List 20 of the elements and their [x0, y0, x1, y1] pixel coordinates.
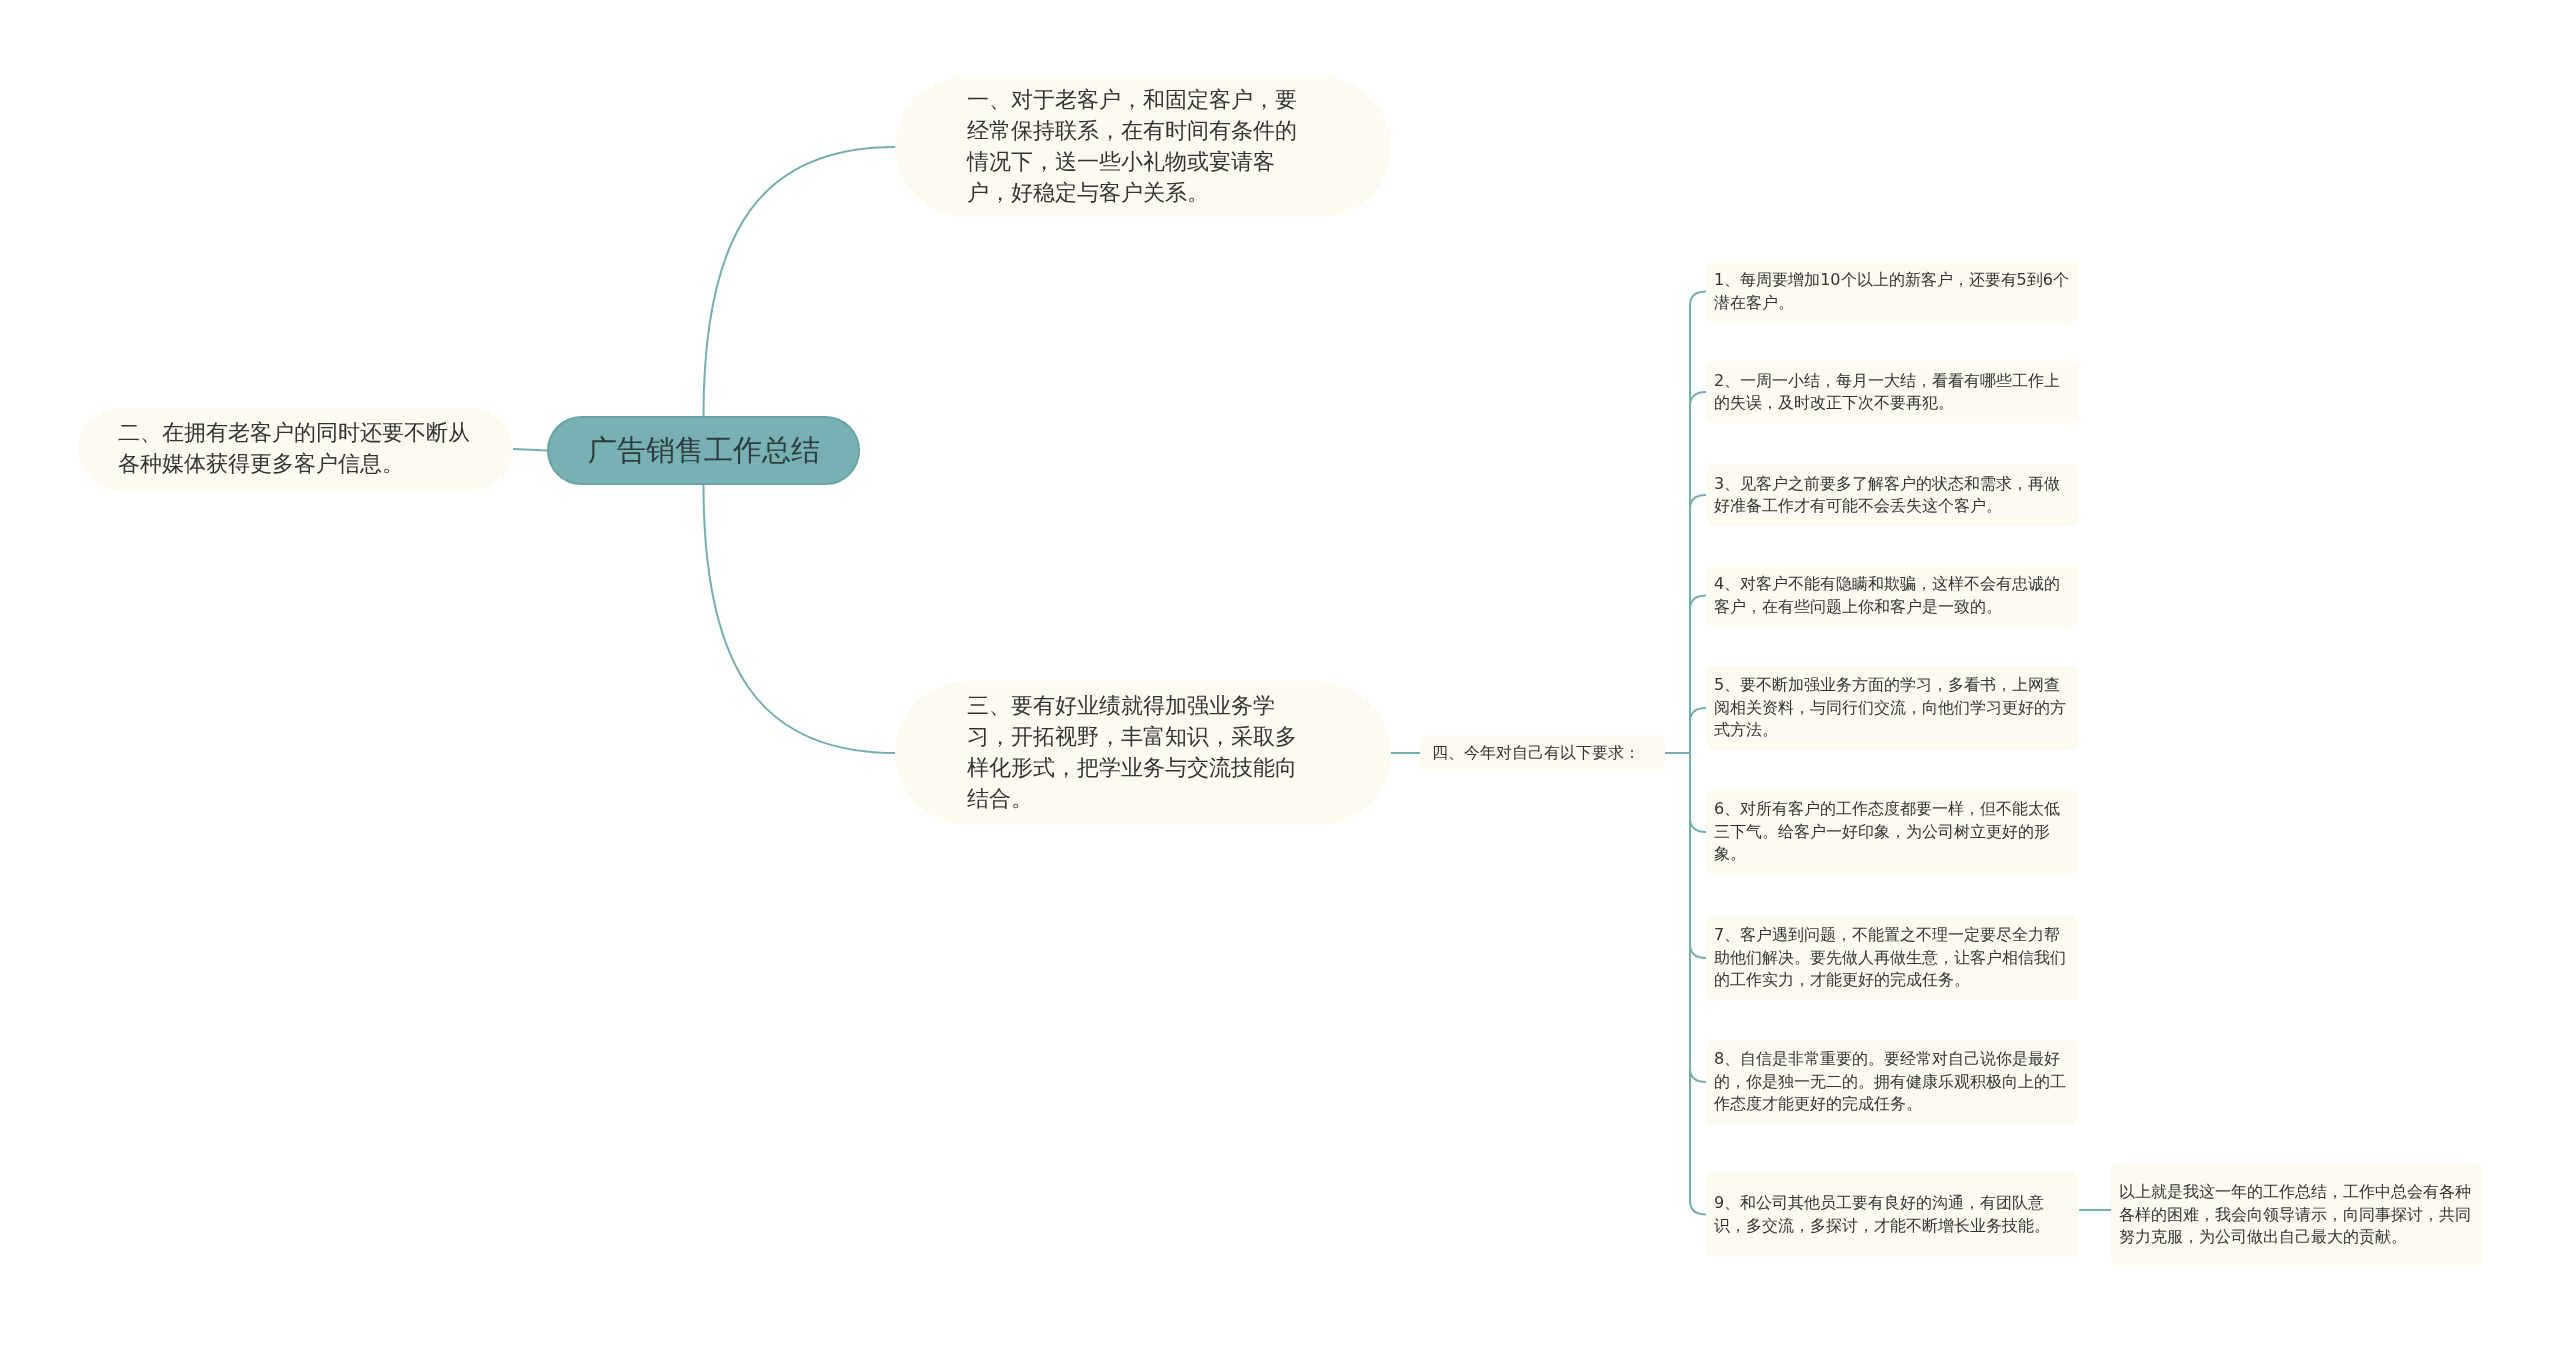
- note-box: 9、和公司其他员工要有良好的沟通，有团队意识，多交流，多探讨，才能不断增长业务技能。: [1706, 1172, 2079, 1257]
- note-box: 2、一周一小结，每月一大结，看看有哪些工作上的失误，及时改正下次不要再犯。: [1706, 361, 2079, 423]
- note-box: 5、要不断加强业务方面的学习，多看书，上网查阅相关资料，与同行们交流，向他们学习更好的方式方法。: [1706, 666, 2079, 750]
- note-box: 以上就是我这一年的工作总结，工作中总会有各种各样的困难，我会向领导请示，向同事探讨，共同努力克服，为公司做出自己最大的贡献。: [2111, 1163, 2482, 1267]
- connector: [512, 448, 548, 452]
- connector: [2078, 1209, 2112, 1211]
- note-box: 3、见客户之前要多了解客户的状态和需求，再做好准备工作才有可能不会丢失这个客户。: [1706, 464, 2079, 526]
- connector: [702, 484, 896, 754]
- note-box: 4、对客户不能有隐瞒和欺骗，这样不会有忠诚的客户，在有些问题上你和客户是一致的。: [1706, 565, 2079, 626]
- note-box: 6、对所有客户的工作态度都要一样，但不能太低三下气。给客户一好印象，为公司树立更好的形象。: [1706, 790, 2079, 874]
- central-topic: 广告销售工作总结: [547, 416, 860, 485]
- note-box: 8、自信是非常重要的。要经常对自己说你是最好的，你是独一无二的。拥有健康乐观积极向上的工作态度才能更好的完成任务。: [1706, 1040, 2079, 1124]
- topic-box: 二、在拥有老客户的同时还要不断从各种媒体获得更多客户信息。: [78, 408, 513, 490]
- topic-box: 一、对于老客户，和固定客户，要经常保持联系，在有时间有条件的情况下，送一些小礼物或宴请客户，好稳定与客户关系。: [895, 77, 1391, 217]
- topic-box: 三、要有好业绩就得加强业务学习，开拓视野，丰富知识，采取多样化形式，把学业务与交流技能向结合。: [895, 681, 1391, 825]
- subtopic-box: 四、今年对自己有以下要求：: [1420, 735, 1665, 771]
- connector: [1390, 752, 1421, 754]
- connector: [702, 146, 896, 417]
- note-box: 1、每周要增加10个以上的新客户，还要有5到6个潜在客户。: [1706, 261, 2079, 322]
- note-box: 7、客户遇到问题，不能置之不理一定要尽全力帮助他们解决。要先做人再做生意，让客户相信我们的工作实力，才能更好的完成任务。: [1706, 916, 2079, 1000]
